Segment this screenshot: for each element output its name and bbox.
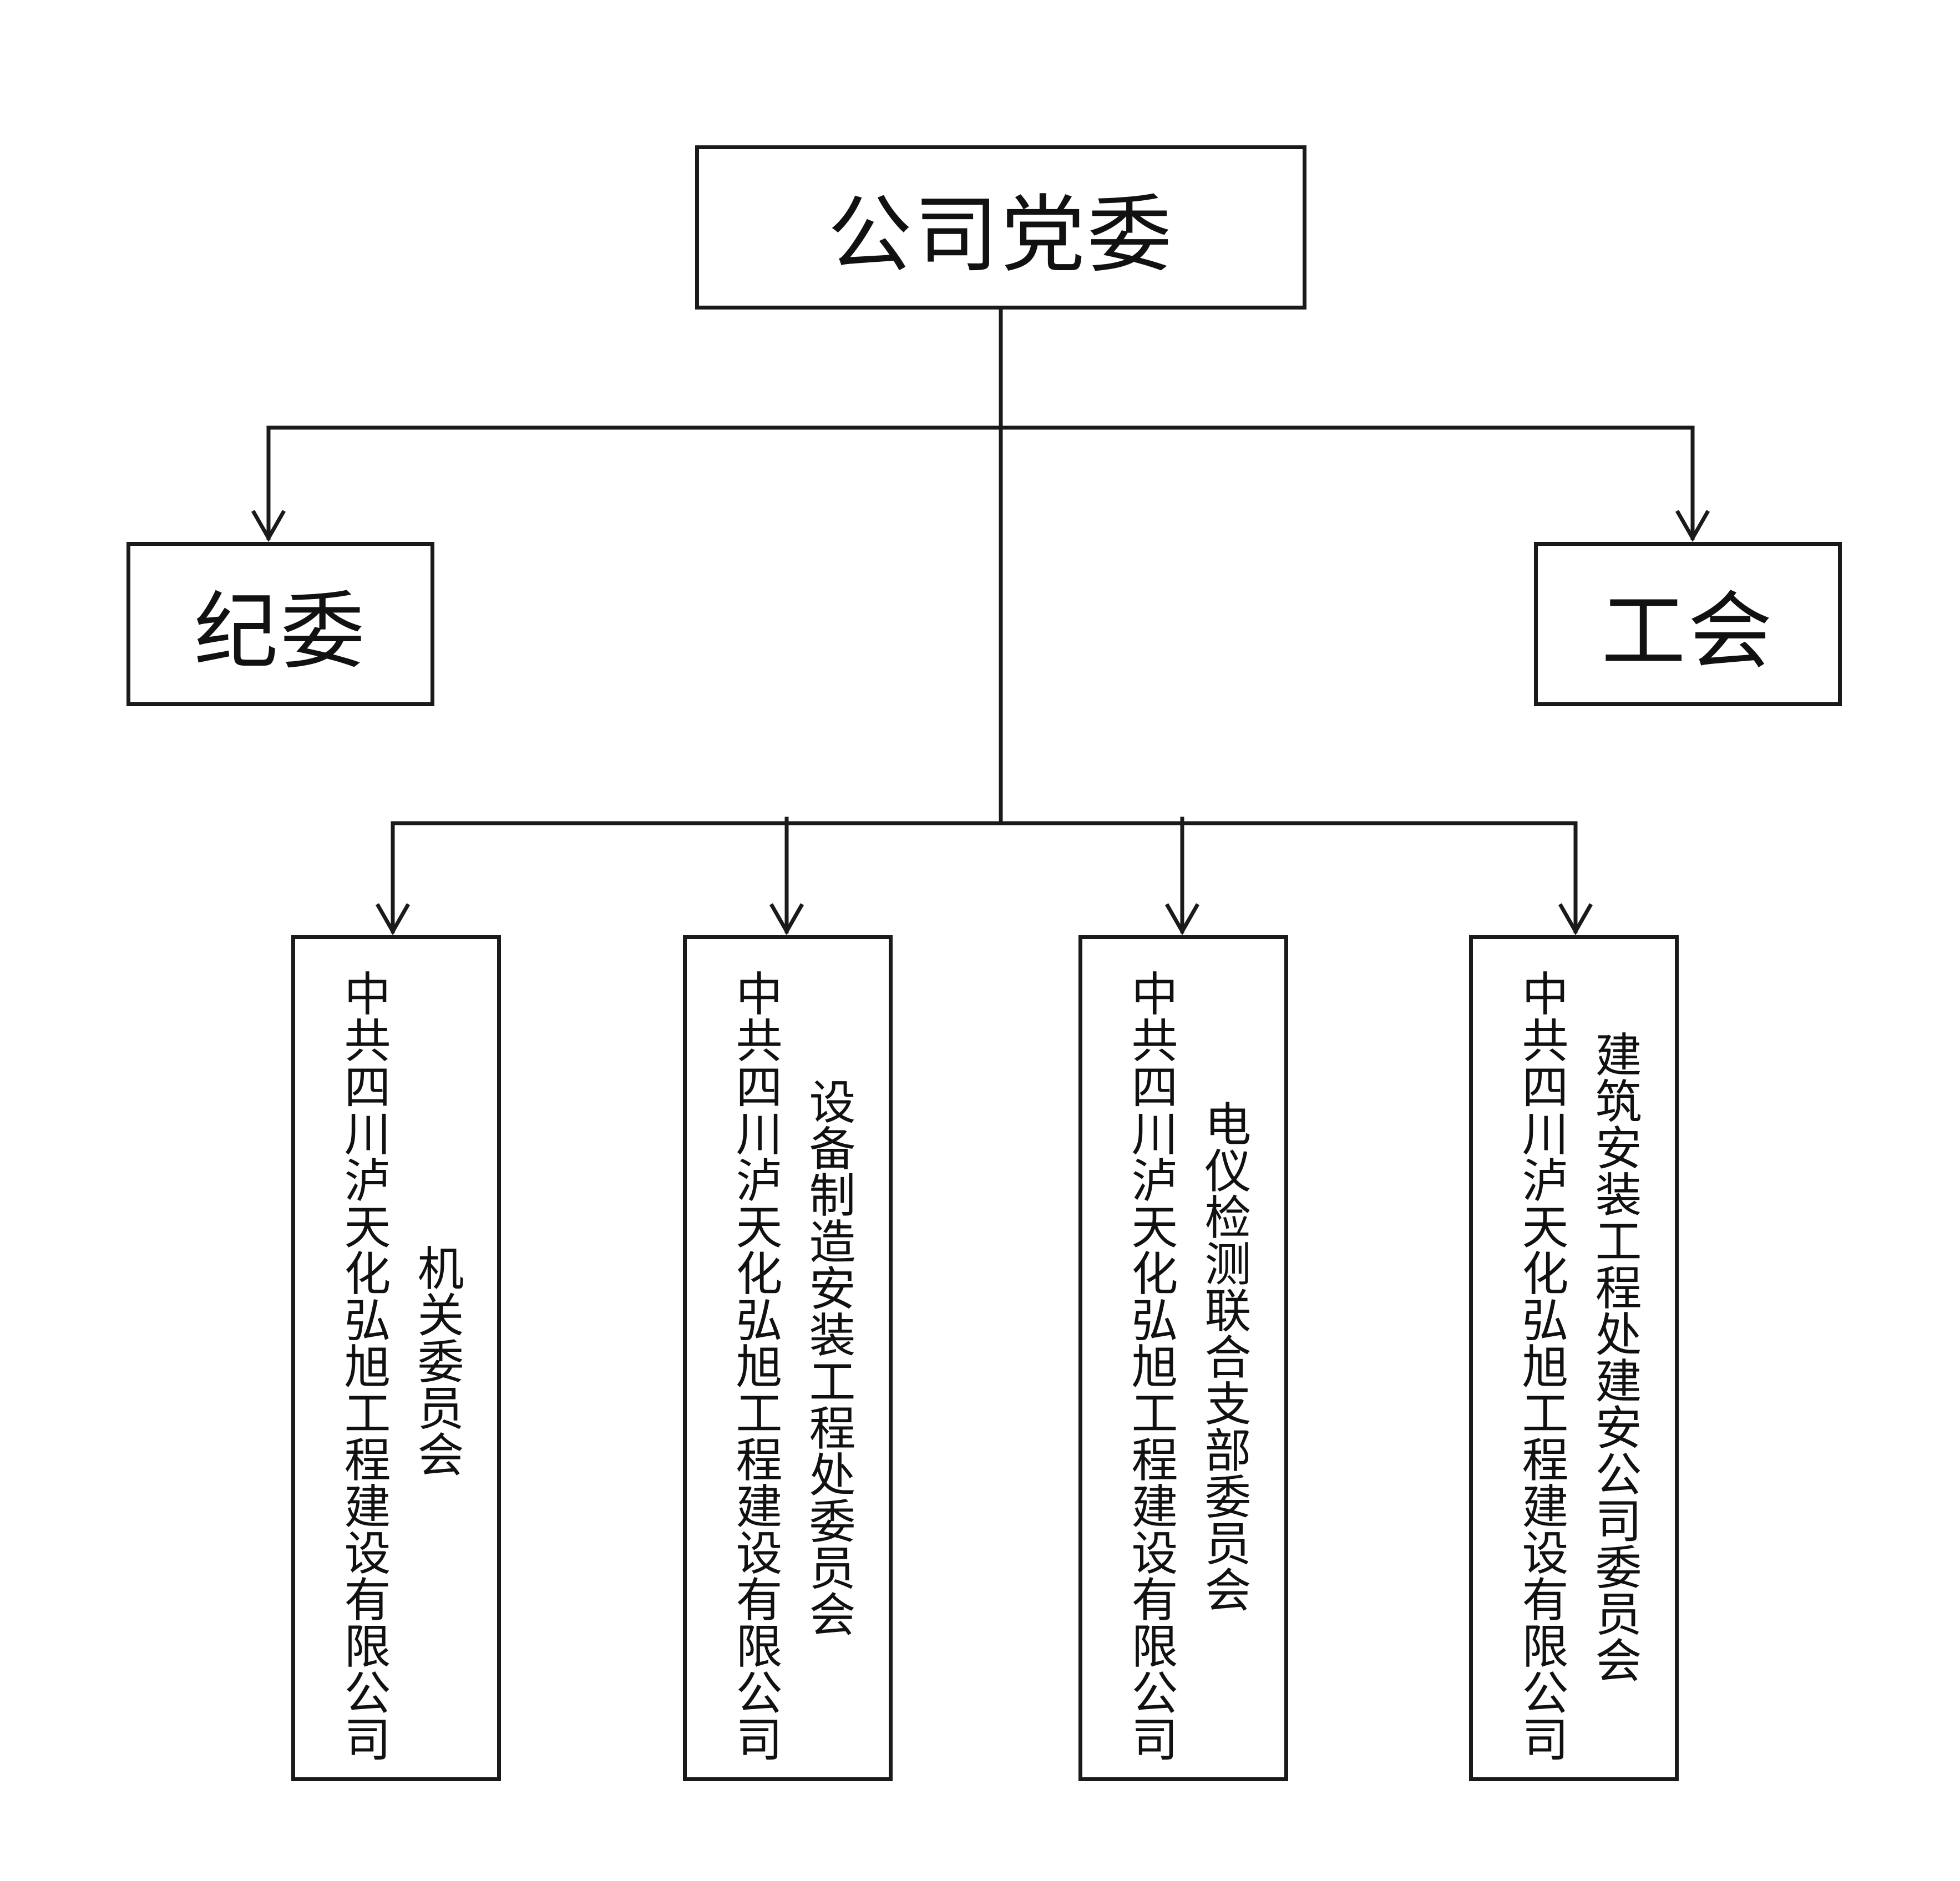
branch-committee-label: 设备制造安装工程处委员会: [802, 1078, 856, 1637]
branch-node-jiguan: 中共四川泸天化弘旭工程建设有限公司 机关委员会: [291, 935, 501, 1781]
branch-company-label: 中共四川泸天化弘旭工程建设有限公司: [337, 970, 391, 1762]
root-label: 公司党委: [828, 186, 1174, 284]
branch-node-shebei: 中共四川泸天化弘旭工程建设有限公司 设备制造安装工程处委员会: [683, 935, 893, 1781]
gonghui-label: 工会: [1601, 582, 1775, 681]
branch-node-dianyi: 中共四川泸天化弘旭工程建设有限公司 电仪检测联合支部委员会: [1078, 935, 1288, 1781]
branch-company-label: 中共四川泸天化弘旭工程建设有限公司: [728, 970, 783, 1762]
gonghui-node: 工会: [1534, 542, 1842, 706]
branch-committee-label: 机关委员会: [410, 1244, 464, 1477]
branch-company-label: 中共四川泸天化弘旭工程建设有限公司: [1124, 970, 1178, 1762]
branch-committee-label: 电仪检测联合支部委员会: [1197, 1100, 1252, 1613]
jiwei-label: 纪委: [194, 582, 367, 681]
branch-node-jianzhu: 中共四川泸天化弘旭工程建设有限公司 建筑安装工程处建安公司委员会: [1469, 935, 1679, 1781]
root-node: 公司党委: [695, 145, 1306, 310]
branch-company-label: 中共四川泸天化弘旭工程建设有限公司: [1515, 970, 1569, 1762]
branch-committee-label: 建筑安装工程处建安公司委员会: [1588, 1031, 1642, 1683]
jiwei-node: 纪委: [126, 542, 434, 706]
